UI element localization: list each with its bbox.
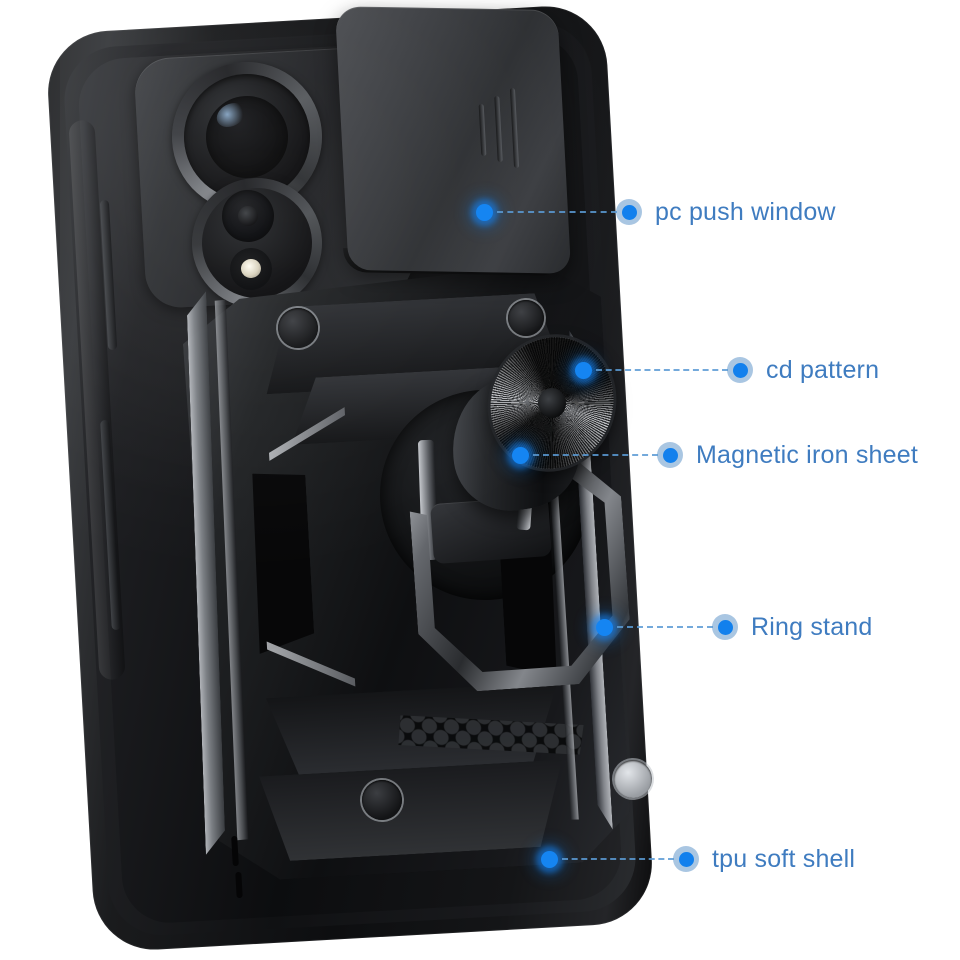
annotation-pc-push-window[interactable]: pc push window <box>497 195 836 229</box>
annotation-label-cd-pattern: cd pattern <box>766 355 880 384</box>
annotation-ring-stand[interactable]: Ring stand <box>617 610 873 644</box>
annotation-tpu-soft-shell[interactable]: tpu soft shell <box>562 842 855 876</box>
annotation-label-pc-push-window: pc push window <box>655 197 836 226</box>
source-dot-cd-pattern <box>575 362 592 379</box>
dot-marker-icon-pc-push-window <box>616 199 642 225</box>
source-dot-magnetic-iron-sheet <box>512 447 529 464</box>
dot-marker-icon-ring-stand <box>712 614 738 640</box>
leader-line-magnetic-iron-sheet <box>533 454 658 456</box>
source-dot-tpu-soft-shell <box>541 851 558 868</box>
leader-line-tpu-soft-shell <box>562 858 674 860</box>
source-dot-pc-push-window <box>476 204 493 221</box>
dot-marker-icon-cd-pattern <box>727 357 753 383</box>
source-dot-ring-stand <box>596 619 613 636</box>
armor-facet-bottom <box>246 759 580 863</box>
annotation-label-magnetic-iron-sheet: Magnetic iron sheet <box>696 440 918 469</box>
leader-line-cd-pattern <box>596 369 728 371</box>
annotation-magnetic-iron-sheet[interactable]: Magnetic iron sheet <box>533 438 918 472</box>
dot-marker-icon-tpu-soft-shell <box>673 846 699 872</box>
annotation-label-tpu-soft-shell: tpu soft shell <box>712 844 856 873</box>
leader-line-pc-push-window <box>497 211 617 213</box>
product-render <box>44 0 680 960</box>
annotation-label-ring-stand: Ring stand <box>751 612 873 641</box>
dot-marker-icon-magnetic-iron-sheet <box>657 442 683 468</box>
camera-slider-cover[interactable] <box>334 6 572 274</box>
leader-line-ring-stand <box>617 626 713 628</box>
annotation-cd-pattern[interactable]: cd pattern <box>596 353 879 387</box>
